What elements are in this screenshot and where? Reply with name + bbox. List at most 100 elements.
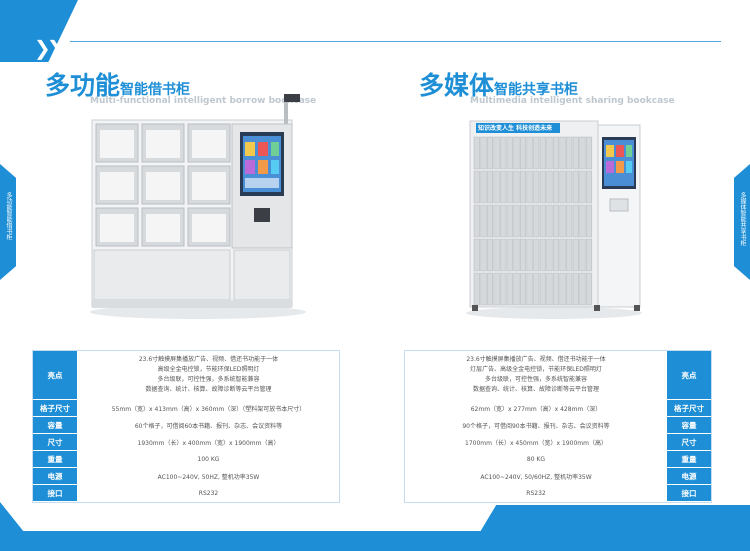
book-slot xyxy=(519,238,527,272)
book-slot xyxy=(533,272,540,306)
book-slot xyxy=(552,204,560,238)
product-2-title-small: 智能共享书柜 xyxy=(494,82,579,98)
book-slot xyxy=(493,136,500,170)
spec-line: 灯层广告、高级全金电控锁，节能环保LED照明灯 xyxy=(470,366,602,373)
book-slot xyxy=(526,170,533,204)
book-slot xyxy=(533,136,540,170)
book-slot xyxy=(519,204,527,238)
cell-grid xyxy=(473,136,593,306)
book-slot xyxy=(506,136,513,170)
bottom-band xyxy=(0,531,750,551)
book-slot xyxy=(533,238,540,272)
product-2-subtitle-en: Multimedia intelligent sharing bookcase xyxy=(470,96,675,106)
book-slot xyxy=(500,136,507,170)
book-slot xyxy=(559,272,566,306)
book-slot xyxy=(486,272,494,306)
spec-value: 1700mm（长）x 450mm（宽）x 1900mm（高） xyxy=(405,433,667,451)
spec-line: 23.6寸触摸屏集播放广告、视频、借还书功能于一体 xyxy=(466,356,606,363)
product-2-title-big: 多媒体 xyxy=(419,71,495,100)
product-1-spec-grid: 亮点 23.6寸触摸屏集播放广告、视频、借还书功能于一体 高级全金电控锁，节能环… xyxy=(33,351,339,502)
book-slot xyxy=(480,136,487,170)
book-slot xyxy=(559,204,566,238)
book-slot xyxy=(546,170,553,204)
book-slot xyxy=(526,204,533,238)
bottom-left-decoration xyxy=(0,502,24,532)
spec-line: 数据查询、统计、核算、故障诊断等云平台管理 xyxy=(145,386,272,393)
book-slot xyxy=(559,170,566,204)
spec-value: AC100~240V, 50/60HZ, 整机功率35W xyxy=(405,467,667,485)
book-slot xyxy=(473,272,480,306)
book-slot xyxy=(480,170,487,204)
book-slot xyxy=(566,238,573,272)
book-slot xyxy=(552,170,560,204)
spec-row-capacity: 90个格子，可借阅90本书籍、报刊、杂志、会议资料等容量 xyxy=(405,416,711,434)
book-slot xyxy=(493,238,500,272)
book-slot xyxy=(585,204,593,238)
book-slot xyxy=(513,238,520,272)
book-slot xyxy=(566,136,573,170)
sharing-bookcase-illustration xyxy=(466,120,642,319)
book-slot xyxy=(579,238,586,272)
double-chevron-icon: ❯❯ xyxy=(34,36,63,60)
spec-value: 80 KG xyxy=(405,450,667,468)
book-slot xyxy=(480,204,487,238)
spec-line: 高级全金电控锁，节能环保LED照明灯 xyxy=(157,366,260,373)
spec-label: 接口 xyxy=(667,484,711,502)
book-slot xyxy=(513,204,520,238)
book-slot xyxy=(486,170,494,204)
book-slot xyxy=(546,238,553,272)
book-slot xyxy=(572,238,579,272)
spec-label: 亮点 xyxy=(667,351,711,400)
product-1-heading: 多功能智能借书柜 xyxy=(45,66,190,102)
product-1-spec-table: 亮点 23.6寸触摸屏集播放广告、视频、借还书功能于一体 高级全金电控锁，节能环… xyxy=(32,350,340,503)
book-slot xyxy=(526,238,533,272)
book-slot xyxy=(506,170,513,204)
side-tab-left: 多功能智能借书柜 xyxy=(0,164,16,280)
book-slot xyxy=(533,170,540,204)
spec-line: 多台级联，可控性强，多系统智能兼容 xyxy=(484,376,587,383)
book-slot xyxy=(480,238,487,272)
book-slot xyxy=(552,136,560,170)
book-slot xyxy=(579,204,586,238)
book-slot xyxy=(493,272,500,306)
spec-label: 容量 xyxy=(33,416,78,434)
spec-row-highlights: 亮点 23.6寸触摸屏集播放广告、视频、借还书功能于一体 高级全金电控锁，节能环… xyxy=(33,351,339,400)
spec-label: 格子尺寸 xyxy=(667,399,711,417)
spec-label: 电源 xyxy=(33,467,78,485)
book-slot xyxy=(500,204,507,238)
spec-value: RS232 xyxy=(405,484,667,502)
product-1-title-big: 多功能 xyxy=(45,71,121,100)
product-1-title-small: 智能借书柜 xyxy=(120,82,191,98)
book-slot xyxy=(579,170,586,204)
spec-label: 容量 xyxy=(667,416,711,434)
book-slot xyxy=(519,170,527,204)
book-slot xyxy=(579,136,586,170)
product-2-image: 知识改变人生 科技创造未来 xyxy=(466,115,646,320)
spec-value: 23.6寸触摸屏集播放广告、视频、借还书功能于一体 灯层广告、高级全金电控锁，节… xyxy=(405,351,667,400)
spec-label: 重量 xyxy=(667,450,711,468)
spec-label: 重量 xyxy=(33,450,78,468)
book-slot xyxy=(493,204,500,238)
book-slot xyxy=(539,204,546,238)
book-slot xyxy=(473,238,480,272)
side-tab-right-text: 多媒体智能共享书柜 xyxy=(739,192,746,246)
borrow-bookcase-illustration xyxy=(90,94,306,319)
book-slot xyxy=(526,136,533,170)
book-slot xyxy=(579,272,586,306)
book-slot xyxy=(500,238,507,272)
book-slot xyxy=(493,170,500,204)
book-slot xyxy=(486,136,494,170)
book-slot xyxy=(533,204,540,238)
book-slot xyxy=(572,204,579,238)
book-slot xyxy=(473,170,480,204)
spec-label: 尺寸 xyxy=(33,433,78,451)
spec-value: 100 KG xyxy=(77,450,339,468)
book-slot xyxy=(559,136,566,170)
book-slot xyxy=(546,204,553,238)
spec-value: 90个格子，可借阅90本书籍、报刊、杂志、会议资料等 xyxy=(405,416,667,434)
spec-row-cell-size: 62mm（宽）x 277mm（高）x 428mm（深）格子尺寸 xyxy=(405,399,711,417)
